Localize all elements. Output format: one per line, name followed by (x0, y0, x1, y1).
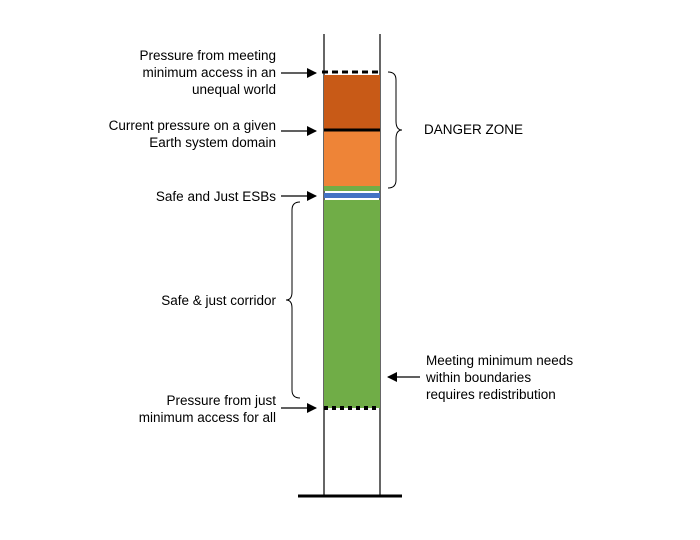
label-unequal-line3: unequal world (191, 82, 276, 97)
label-unequal-line2: minimum access in an (142, 65, 276, 80)
label-just-line1: Pressure from just (166, 393, 276, 408)
danger-orange-block (324, 130, 380, 186)
label-danger-zone: DANGER ZONE (424, 122, 524, 137)
label-redistribution-line3: requires redistribution (426, 387, 556, 402)
danger-dark-orange-block (324, 75, 380, 130)
label-esb: Safe and Just ESBs (155, 189, 276, 204)
green-thin-band (324, 186, 380, 191)
label-just-access: Pressure from just minimum access for al… (139, 392, 276, 426)
label-redistribution-line2: within boundaries (426, 370, 532, 385)
label-just-line2: minimum access for all (138, 410, 276, 425)
label-redistribution: Meeting minimum needs within boundaries … (426, 352, 573, 403)
danger-zone-brace (387, 71, 403, 189)
label-current-line1: Current pressure on a given (108, 118, 276, 133)
label-current-line2: Earth system domain (149, 135, 276, 150)
esb-blue-band (324, 193, 380, 198)
label-current-pressure: Current pressure on a given Earth system… (109, 117, 276, 151)
label-corridor: Safe & just corridor (161, 293, 276, 308)
label-redistribution-line1: Meeting minimum needs (426, 353, 574, 368)
label-unequal-access: Pressure from meeting minimum access in … (139, 47, 276, 98)
safe-corridor-green-block (324, 200, 380, 408)
label-unequal-line1: Pressure from meeting (139, 48, 276, 63)
corridor-brace (285, 201, 301, 399)
